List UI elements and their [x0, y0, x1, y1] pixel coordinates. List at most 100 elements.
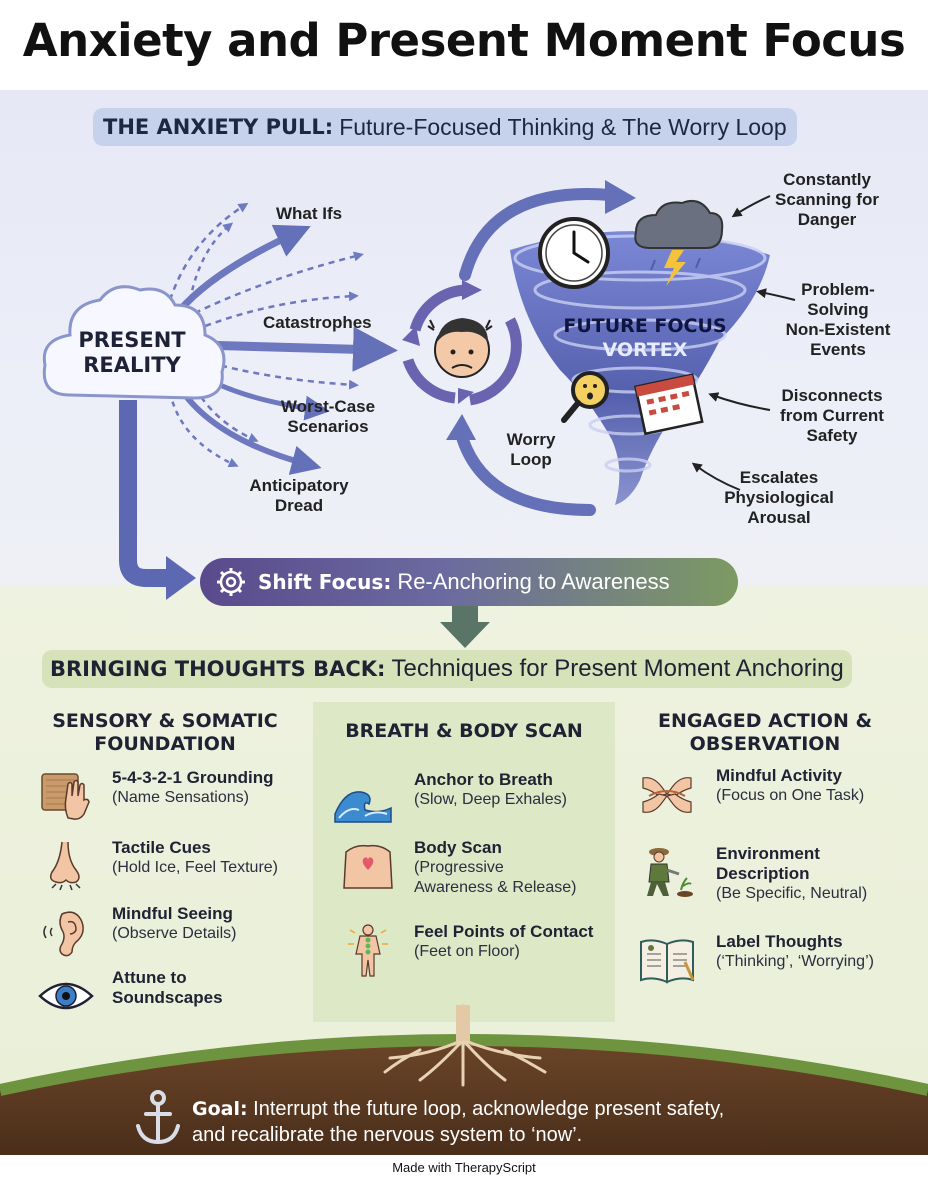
technique-tactile-cues: Tactile Cues (Hold Ice, Feel Texture) — [38, 838, 278, 894]
ear-icon — [43, 911, 84, 957]
effect-line: Danger — [797, 210, 857, 229]
shift-bold: Shift Focus: — [258, 570, 392, 594]
technique-title: 5-4-3-2-1 Grounding — [112, 768, 274, 787]
dread-line-1: Anticipatory — [249, 476, 349, 495]
shift-focus-banner: Shift Focus: Re-Anchoring to Awareness — [200, 558, 738, 606]
technique-subtitle: (Focus on One Task) — [716, 787, 865, 804]
gardener-icon — [647, 848, 693, 897]
technique-subtitle: (‘Thinking’, ‘Worrying’) — [716, 953, 874, 970]
goal-statement: Goal: Interrupt the future loop, acknowl… — [192, 1096, 892, 1148]
present-reality-cloud — [42, 285, 226, 400]
bringing-thoughts-back-heading: BRINGING THOUGHTS BACK: Techniques for P… — [42, 650, 852, 688]
goal-line-2: and recalibrate the nervous system to ‘n… — [192, 1124, 583, 1146]
magnifier-icon — [561, 371, 609, 423]
technique-title: Mindful Activity — [716, 766, 842, 785]
journal-icon — [640, 939, 695, 984]
technique-soundscapes: Attune to Soundscapes — [38, 968, 223, 1024]
technique-title: Environment — [716, 844, 820, 863]
anchor-icon — [136, 1090, 180, 1145]
technique-mindful-seeing: Mindful Seeing (Observe Details) — [38, 904, 236, 960]
technique-body-scan: Body Scan (Progressive Awareness & Relea… — [340, 838, 576, 898]
body-chakra-icon — [348, 924, 388, 977]
technique-subtitle-line-2: Awareness & Release) — [414, 879, 577, 896]
technique-title: Body Scan — [414, 838, 502, 857]
heading-rest: Future-Focused Thinking & The Worry Loop — [339, 113, 787, 140]
technique-subtitle: (Hold Ice, Feel Texture) — [112, 859, 278, 876]
technique-mindful-activity: Mindful Activity (Focus on One Task) — [636, 766, 864, 822]
col-title-line: ENGAGED ACTION & — [657, 710, 873, 732]
cloud-line-1: PRESENT — [78, 328, 186, 352]
worst-case-label: Worst-Case Scenarios — [276, 397, 380, 437]
effect-line: Solving — [807, 300, 869, 319]
effect-line: Events — [810, 340, 866, 359]
heading-rest: Techniques for Present Moment Anchoring — [391, 655, 844, 682]
wave-icon — [334, 791, 392, 823]
present-to-shift-arrow — [119, 400, 196, 600]
col-title-line: SENSORY & SOMATIC — [52, 710, 278, 732]
effect-line: Safety — [806, 426, 858, 445]
hands-tying-icon — [642, 777, 692, 813]
clock-icon — [538, 217, 610, 289]
effect-line: Non-Existent — [785, 320, 891, 339]
heading-bold: BRINGING THOUGHTS BACK: — [50, 657, 386, 681]
effect-line: Disconnects — [781, 386, 883, 405]
col-title-line: OBSERVATION — [689, 733, 841, 755]
effect-line: Escalates — [739, 468, 819, 487]
technique-anchor-breath: Anchor to Breath (Slow, Deep Exhales) — [330, 770, 567, 826]
effect-line: Arousal — [747, 508, 811, 527]
hand-texture-icon — [41, 773, 90, 820]
technique-title-line-2: Soundscapes — [112, 988, 223, 1007]
heading-bold: THE ANXIETY PULL: — [103, 115, 334, 139]
worry-loop-label: Worry Loop — [500, 430, 562, 470]
what-ifs-label: What Ifs — [276, 204, 343, 223]
dread-line-2: Dread — [274, 496, 324, 515]
effect-scanning-danger: Constantly Scanning for Danger — [765, 170, 889, 230]
eye-icon — [38, 982, 94, 1010]
vortex-line-1: FUTURE FOCUS — [563, 315, 727, 337]
worry-loop-line-1: Worry — [506, 430, 556, 449]
technique-title: Feel Points of Contact — [414, 922, 594, 941]
effect-problem-solving: Problem- Solving Non-Existent Events — [776, 280, 900, 360]
col-title-line: FOUNDATION — [94, 733, 236, 755]
column-title-breath: BREATH & BODY SCAN — [330, 720, 598, 743]
technique-title: Mindful Seeing — [112, 904, 233, 923]
footer-credit: Made with TherapyScript — [392, 1160, 536, 1175]
technique-grounding: 5-4-3-2-1 Grounding (Name Sensations) — [38, 768, 274, 824]
effect-line: from Current — [780, 406, 884, 425]
storm-cloud-icon — [634, 200, 724, 286]
anticipatory-dread-label: Anticipatory Dread — [244, 476, 354, 516]
effect-line: Physiological — [724, 488, 834, 507]
tree-roots — [383, 1003, 547, 1087]
technique-title-line-2: Description — [716, 864, 810, 883]
worried-face-icon — [427, 318, 493, 378]
catastrophes-label: Catastrophes — [263, 313, 372, 332]
goal-line-1: Interrupt the future loop, acknowledge p… — [253, 1098, 725, 1120]
effect-line: Constantly — [783, 170, 871, 189]
technique-environment-description: Environment Description (Be Specific, Ne… — [636, 844, 867, 904]
effect-line: Problem- — [801, 280, 875, 299]
technique-subtitle: (Slow, Deep Exhales) — [414, 791, 567, 808]
effect-disconnects-safety: Disconnects from Current Safety — [770, 386, 894, 446]
technique-label-thoughts: Label Thoughts (‘Thinking’, ‘Worrying’) — [636, 932, 874, 988]
vortex-label: FUTURE FOCUS VORTEX — [560, 314, 730, 362]
tree-trunk — [456, 1005, 470, 1041]
vortex-cycle-arrows — [454, 188, 616, 516]
worst-case-line-1: Worst-Case — [280, 397, 376, 416]
technique-title: Tactile Cues — [112, 838, 211, 857]
col-title-line: BREATH & BODY SCAN — [345, 720, 583, 742]
goal-bold: Goal: — [192, 1098, 248, 1120]
effect-escalates-arousal: Escalates Physiological Arousal — [715, 468, 843, 528]
column-title-sensory: SENSORY & SOMATIC FOUNDATION — [40, 710, 290, 756]
shift-rest: Re-Anchoring to Awareness — [397, 569, 670, 594]
technique-subtitle: (Progressive — [414, 859, 504, 876]
nose-icon — [49, 841, 81, 891]
technique-title: Attune to — [112, 968, 187, 987]
page-title: Anxiety and Present Moment Focus — [22, 14, 906, 67]
calendar-icon — [633, 373, 704, 436]
technique-subtitle: (Observe Details) — [112, 925, 237, 942]
worst-case-line-2: Scenarios — [287, 417, 369, 436]
technique-title: Label Thoughts — [716, 932, 843, 951]
worry-loop-line-2: Loop — [510, 450, 552, 469]
technique-subtitle: (Be Specific, Neutral) — [716, 885, 868, 902]
